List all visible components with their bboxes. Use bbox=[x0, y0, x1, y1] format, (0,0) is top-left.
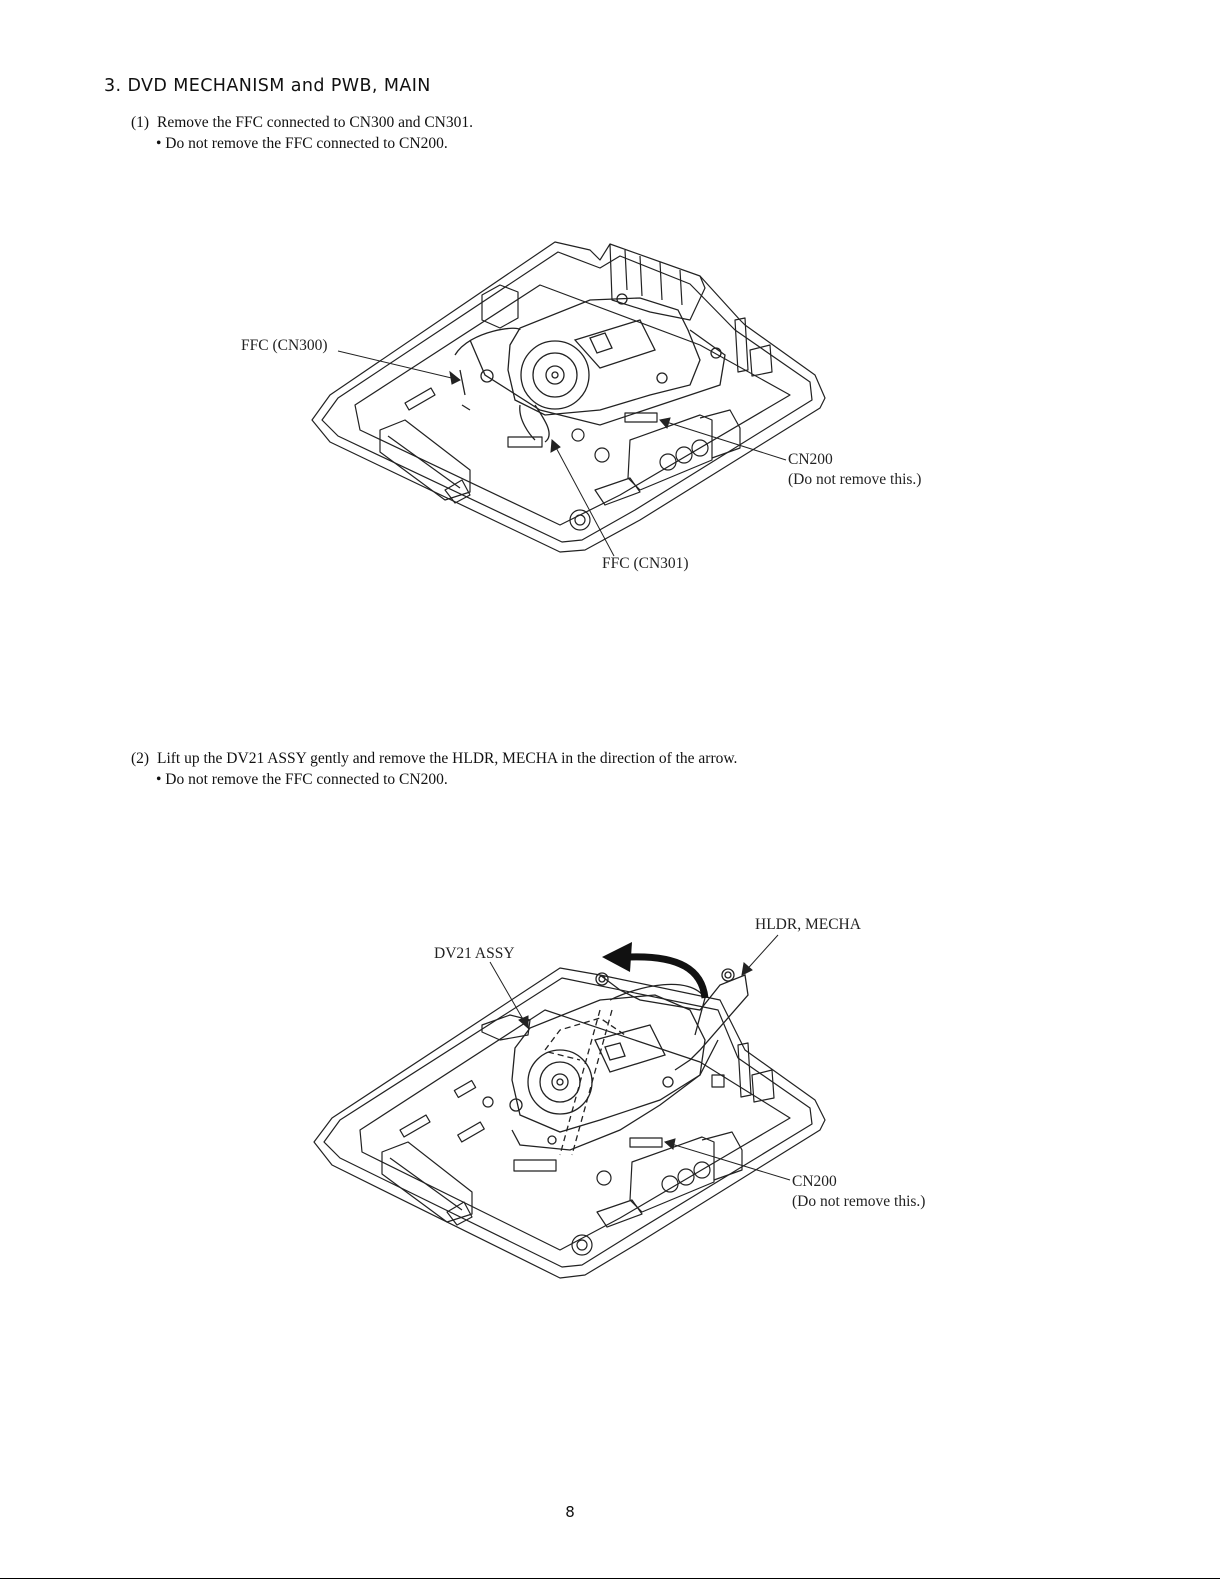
step-2-text: Lift up the DV21 ASSY gently and remove … bbox=[157, 750, 738, 767]
label-cn200-1: CN200 bbox=[788, 451, 833, 468]
section-heading: 3. DVD MECHANISM and PWB, MAIN bbox=[104, 76, 431, 96]
label-dv21-assy: DV21 ASSY bbox=[434, 945, 515, 962]
figure-1-leaders bbox=[337, 350, 787, 557]
label-ffc-cn300: FFC (CN300) bbox=[241, 337, 328, 354]
step-1-instruction: (1) Remove the FFC connected to CN300 and… bbox=[131, 114, 473, 132]
figure-2-leaders bbox=[489, 934, 791, 1181]
step-1-note: • Do not remove the FFC connected to CN2… bbox=[156, 135, 448, 152]
bottom-rule bbox=[0, 1578, 1220, 1579]
figure-2-direction-arrow bbox=[602, 942, 709, 999]
step-2-number: (2) bbox=[131, 750, 150, 767]
label-cn200-note-1: (Do not remove this.) bbox=[788, 471, 922, 488]
label-cn200-note-2: (Do not remove this.) bbox=[792, 1193, 926, 1210]
figure-2-chassis bbox=[313, 967, 826, 1279]
figure-2-hldr-mecha bbox=[599, 968, 749, 1071]
step-2-note: • Do not remove the FFC connected to CN2… bbox=[156, 771, 448, 788]
label-cn200-2: CN200 bbox=[792, 1173, 837, 1190]
label-ffc-cn301: FFC (CN301) bbox=[602, 555, 689, 572]
label-hldr-mecha: HLDR, MECHA bbox=[755, 916, 861, 933]
page-number: 8 bbox=[565, 1503, 575, 1521]
figure-2-dv21-assy bbox=[509, 972, 719, 1156]
figure-1-chassis bbox=[311, 241, 826, 553]
step-1-text: Remove the FFC connected to CN300 and CN… bbox=[157, 114, 473, 131]
figure-1-dvd-mechanism bbox=[454, 293, 726, 443]
step-2-instruction: (2) Lift up the DV21 ASSY gently and remo… bbox=[131, 750, 737, 768]
step-1-number: (1) bbox=[131, 114, 150, 131]
